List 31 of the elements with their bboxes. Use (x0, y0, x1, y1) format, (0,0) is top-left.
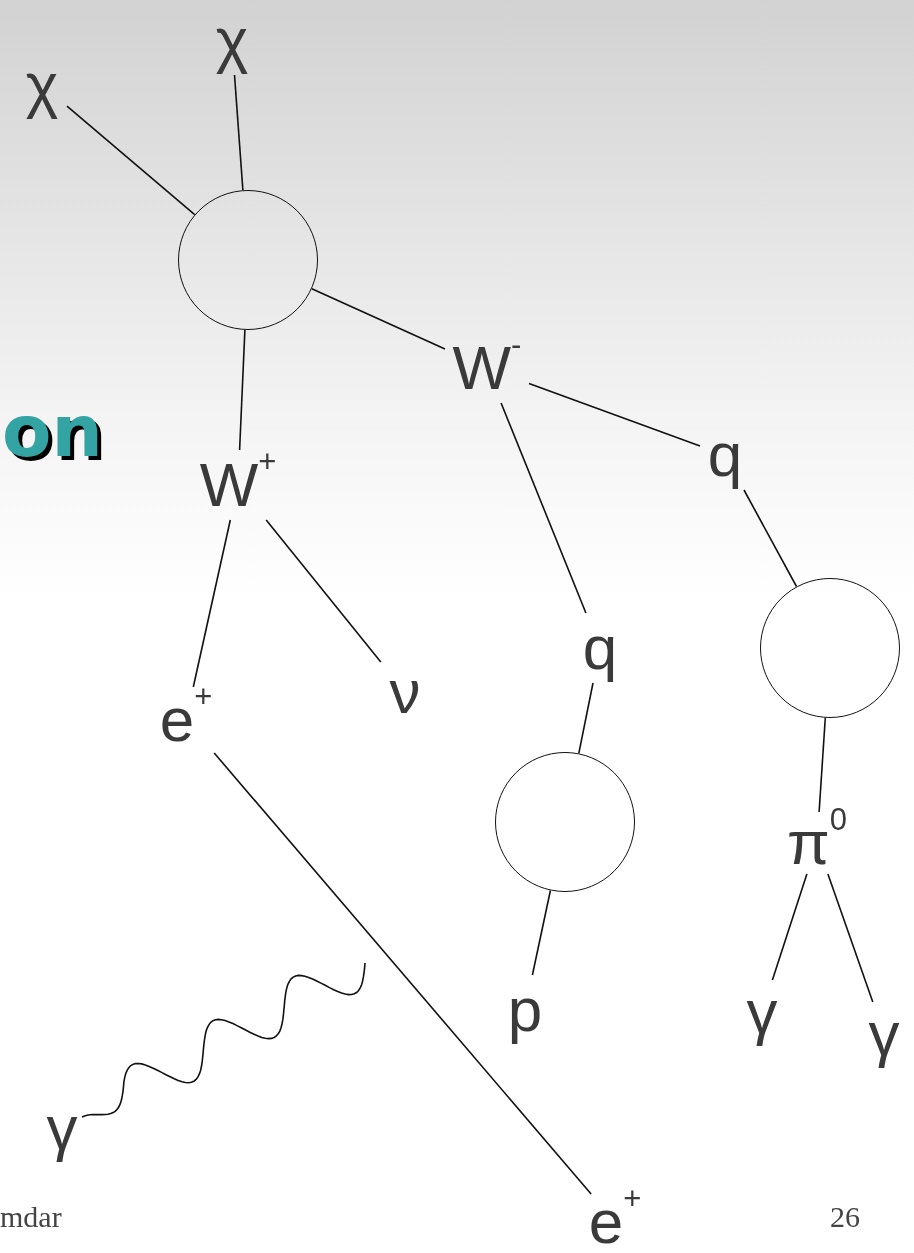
particle-line (311, 288, 446, 350)
particle-label: χ (17, 50, 67, 120)
particle-label: γ (42, 1096, 82, 1160)
particle-line (743, 489, 798, 588)
particle-label: W$^{+}$ (196, 450, 280, 520)
particle-label: χ (204, 5, 260, 75)
wavy-photon-line (81, 962, 366, 1118)
page-number: 26 (830, 1202, 860, 1232)
particle-line (265, 519, 382, 663)
particle-line (500, 402, 587, 614)
particle-label: ν (380, 662, 430, 722)
particle-line (531, 889, 552, 976)
particle-label: γ (864, 1002, 904, 1066)
particle-label: γ (742, 980, 782, 1044)
particle-line (771, 873, 808, 981)
particle-line (578, 682, 594, 755)
particle-line (528, 382, 701, 447)
particle-line (192, 519, 232, 688)
particle-label: e$^{+}$ (151, 687, 221, 753)
particle-line (233, 74, 244, 191)
particle-line (66, 105, 196, 216)
particle-line (238, 329, 246, 451)
particle-label: W$^{-}$ (445, 333, 529, 403)
particle-label: q (575, 613, 625, 683)
particle-line (818, 717, 827, 813)
particle-label: p (500, 975, 550, 1045)
slide-title: on (2, 395, 103, 467)
particle-line (827, 873, 874, 1003)
footer-text: mdar (0, 1202, 62, 1232)
particle-label: q (700, 420, 750, 490)
particle-line (213, 752, 592, 1195)
